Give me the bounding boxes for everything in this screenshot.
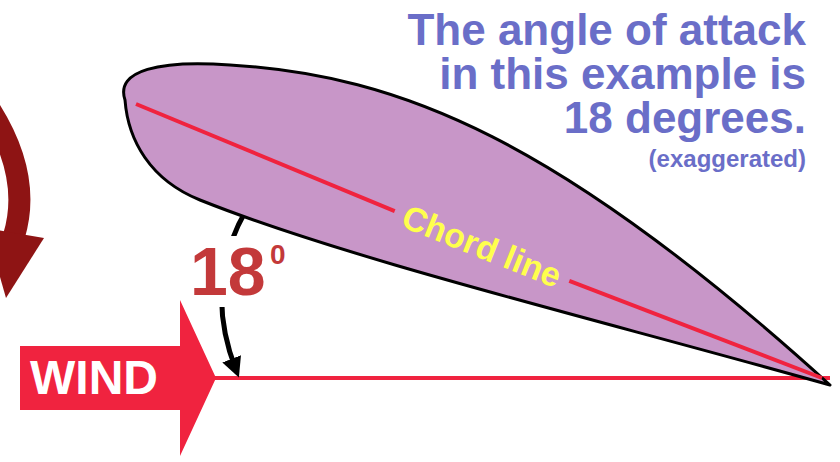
chord-line	[569, 281, 822, 378]
airfoil-body	[124, 64, 830, 385]
angle-degree-mark: 0	[268, 240, 288, 269]
note-label: (exaggerated)	[649, 146, 806, 171]
wind-arrow-body	[20, 300, 216, 456]
chord-line	[136, 104, 395, 211]
curved-arrow-shaft	[0, 95, 19, 236]
wind-line	[190, 376, 830, 380]
airfoil-shape: Chord line	[110, 50, 840, 395]
wind-label: WIND	[30, 352, 158, 404]
curved-arrow-head	[0, 228, 44, 298]
angle-value: 18	[188, 236, 268, 307]
wind-arrow: WIND	[15, 298, 230, 458]
